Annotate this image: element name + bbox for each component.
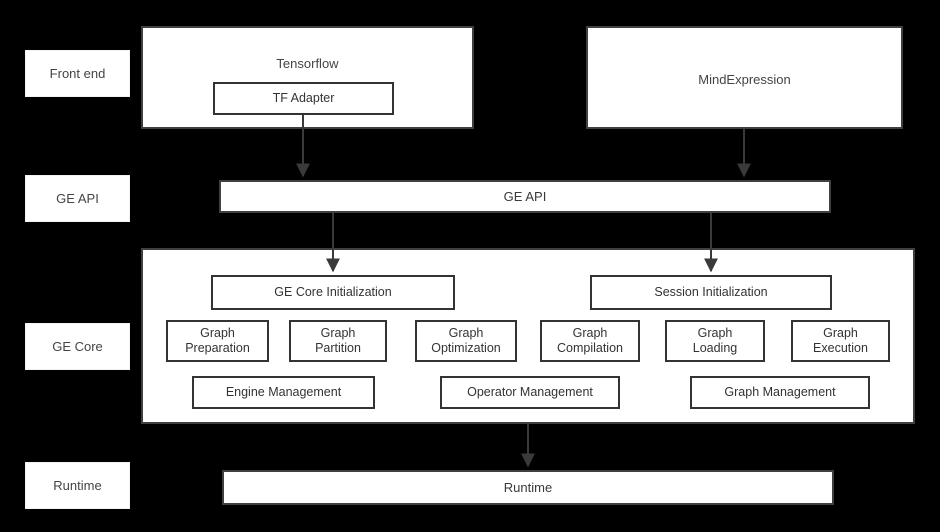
layer-label-text: GE API <box>56 190 99 206</box>
engine-management-node[interactable]: Engine Management <box>192 376 375 409</box>
tensorflow-title: Tensorflow <box>276 56 339 71</box>
graph-optimization-node[interactable]: Graph Optimization <box>415 320 517 362</box>
tf-adapter-node[interactable]: TF Adapter <box>213 82 394 115</box>
tf-adapter-label: TF Adapter <box>272 90 335 105</box>
graph-optimization-label: Graph Optimization <box>431 325 501 355</box>
graph-loading-node[interactable]: Graph Loading <box>665 320 765 362</box>
mindexpression-group: MindExpression <box>586 26 903 129</box>
ge-api-label: GE API <box>503 188 547 204</box>
graph-partition-label: Graph Partition <box>315 325 361 355</box>
graph-compilation-node[interactable]: Graph Compilation <box>540 320 640 362</box>
runtime-bar[interactable]: Runtime <box>222 470 834 505</box>
graph-loading-label: Graph Loading <box>692 325 738 355</box>
ge-core-initialization-label: GE Core Initialization <box>274 284 392 299</box>
layer-label-ge-api: GE API <box>25 175 130 222</box>
layer-label-front-end: Front end <box>25 50 130 97</box>
graph-management-node[interactable]: Graph Management <box>690 376 870 409</box>
layer-label-text: Front end <box>49 65 106 81</box>
graph-management-label: Graph Management <box>724 384 836 399</box>
operator-management-label: Operator Management <box>467 384 593 399</box>
engine-management-label: Engine Management <box>225 384 342 399</box>
session-initialization-label: Session Initialization <box>654 284 768 299</box>
layer-label-runtime: Runtime <box>25 462 130 509</box>
graph-execution-label: Graph Execution <box>813 325 868 355</box>
graph-execution-node[interactable]: Graph Execution <box>791 320 890 362</box>
operator-management-node[interactable]: Operator Management <box>440 376 620 409</box>
ge-core-initialization-node[interactable]: GE Core Initialization <box>211 275 455 310</box>
session-initialization-node[interactable]: Session Initialization <box>590 275 832 310</box>
layer-label-text: GE Core <box>52 338 103 354</box>
mindexpression-title: MindExpression <box>698 72 791 87</box>
graph-preparation-label: Graph Preparation <box>185 325 250 355</box>
graph-partition-node[interactable]: Graph Partition <box>289 320 387 362</box>
runtime-label: Runtime <box>503 479 553 495</box>
graph-preparation-node[interactable]: Graph Preparation <box>166 320 269 362</box>
layer-label-ge-core: GE Core <box>25 323 130 370</box>
graph-compilation-label: Graph Compilation <box>556 325 623 355</box>
layer-label-text: Runtime <box>53 477 102 493</box>
ge-api-bar[interactable]: GE API <box>219 180 831 213</box>
